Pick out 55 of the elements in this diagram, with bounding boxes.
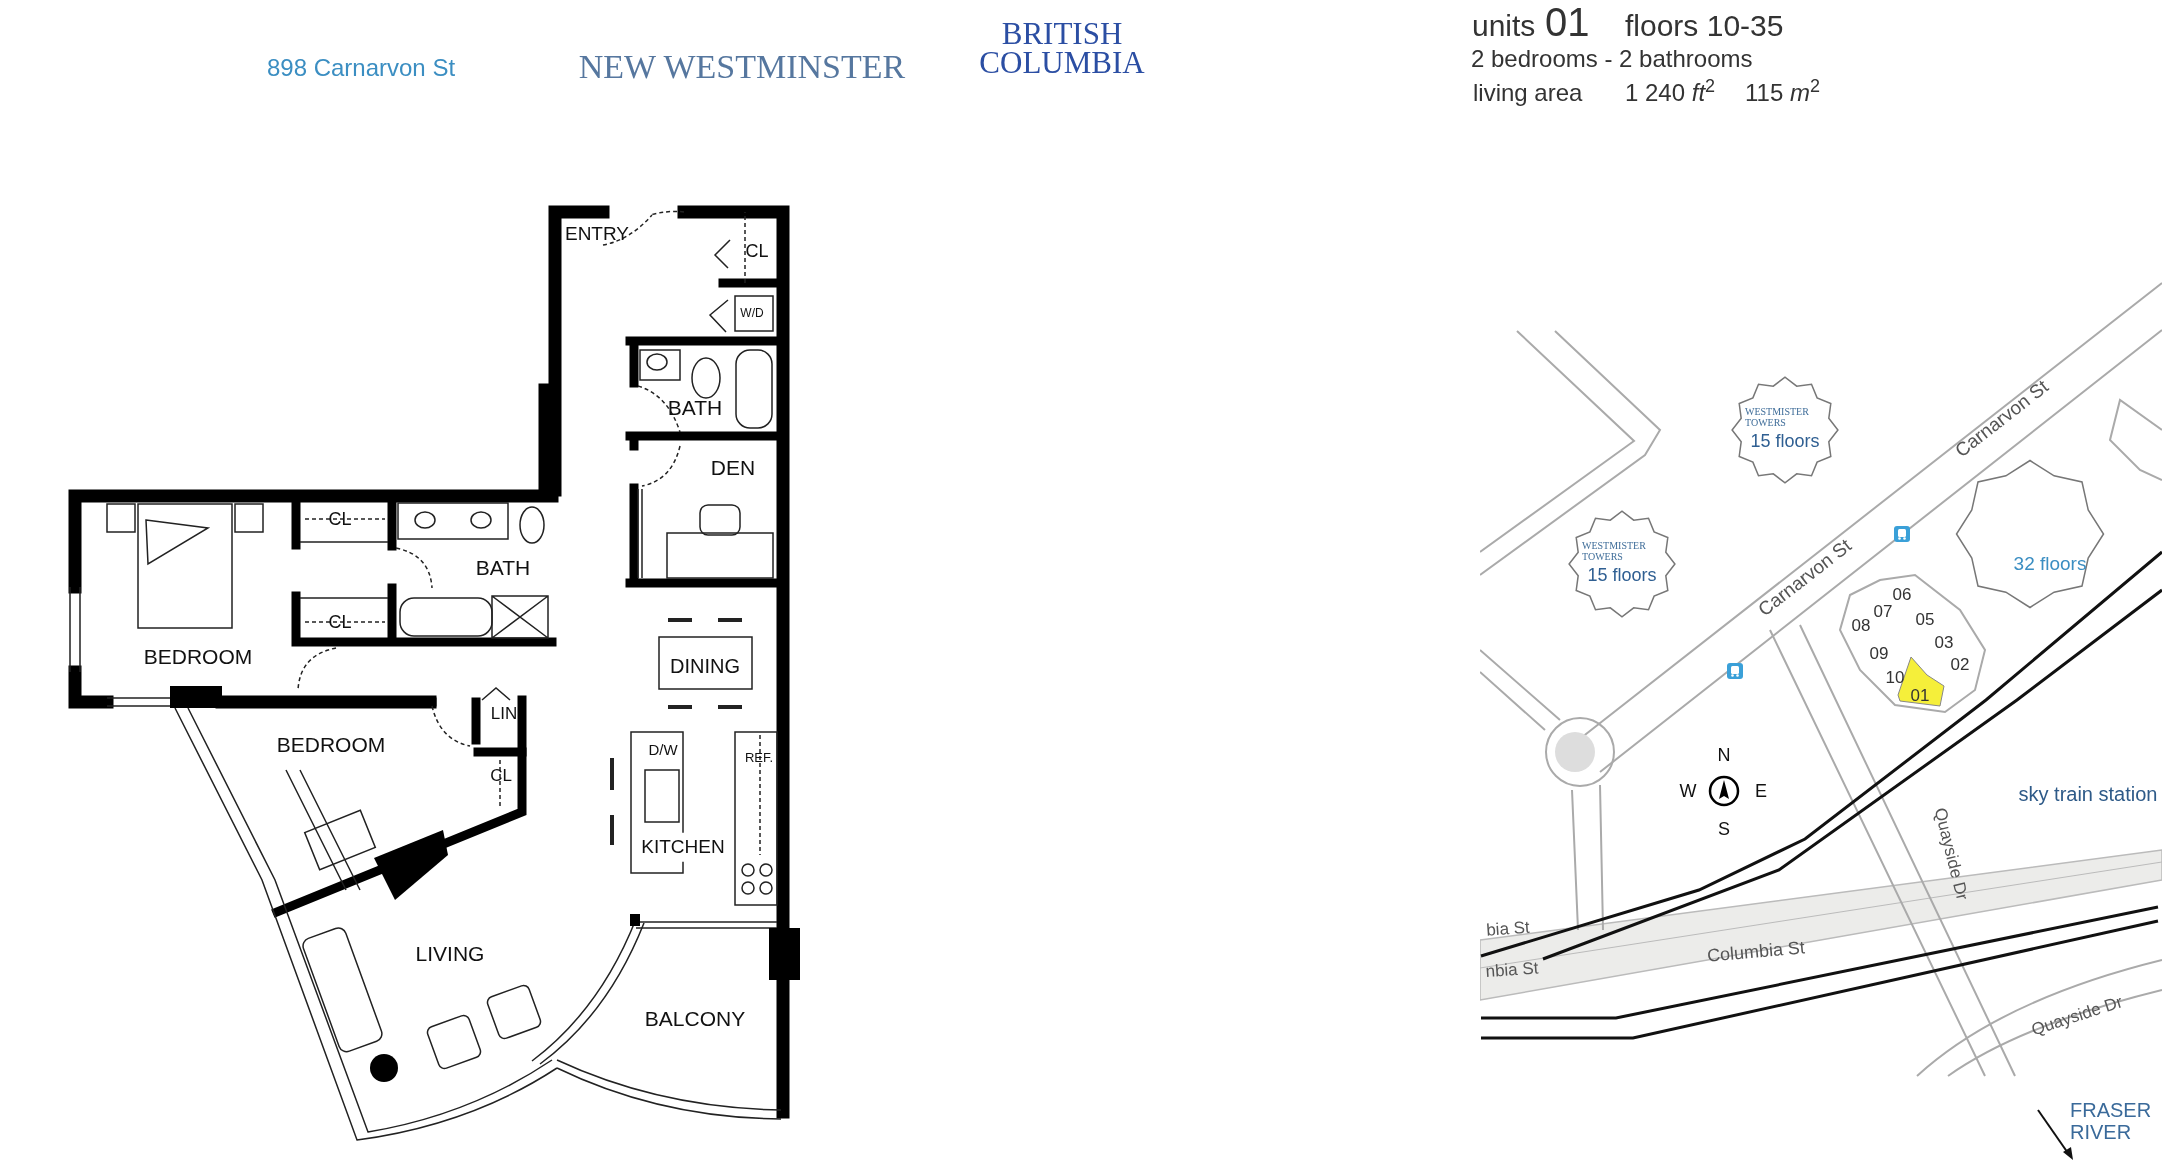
area-value: 1 240 ft$^{2}$ [1625,75,1716,108]
unit-number: 01 [1545,0,1590,46]
info-value: floors 10-35 [1625,7,1784,44]
room-label: CL [745,239,769,263]
river-label: FRASER RIVER [2070,1099,2153,1143]
room-label: LIN [490,703,518,726]
room-label: BATH [475,555,531,582]
station-label: sky train station [2018,782,2158,807]
unit-number: 01 [1910,685,1930,708]
unit-number: 02 [1950,654,1970,677]
room-label: BEDROOM [276,732,386,759]
room-label: KITCHEN [639,832,727,862]
floor-count: 15 floors [1750,429,1820,453]
building-outline [1568,510,1676,618]
info-label: units [1472,7,1536,44]
building-outline [1955,459,2105,609]
appliance-label: W/D [740,305,764,322]
room-label: DINING [670,654,740,679]
compass-letter: N [1717,743,1731,767]
compass-letter: S [1718,817,1730,841]
appliance-label: REF. [744,749,774,768]
building-name: WESTMISTER TOWERS [1582,539,1647,562]
province-text: BRITISH COLUMBIA [978,18,1146,78]
compass-letter: E [1755,779,1767,803]
unit-number: 10 [1885,667,1905,690]
street-name: bia St [1485,916,1531,942]
street-name: Quayside Dr [1929,805,1973,903]
unit-number: 07 [1873,601,1893,624]
room-label: CL [328,507,352,531]
address-text: 898 Carnarvon St [266,53,456,83]
room-label: LIVING [415,941,485,968]
unit-number: 08 [1851,615,1871,638]
appliance-label: D/W [648,739,678,760]
unit-number: 05 [1915,609,1935,632]
info-value: 2 bedrooms - 2 bathrooms [1471,44,1753,74]
building-name: WESTMISTER TOWERS [1745,405,1810,428]
room-label: CL [328,610,352,634]
city-text: NEW WESTMINSTER [578,46,906,87]
room-label: BALCONY [644,1006,746,1033]
unit-number: 03 [1934,632,1954,655]
street-name: nbia St [1484,957,1540,984]
building-outline [1731,376,1839,484]
street-name: Columbia St [1706,936,1806,968]
room-label: DEN [710,455,756,482]
room-label: BEDROOM [143,644,253,671]
room-label: CL [490,765,512,788]
floor-count: 32 floors [2013,551,2087,576]
room-label: BATH [667,395,723,422]
unit-number: 09 [1869,643,1889,666]
info-label: living area [1473,78,1583,108]
room-label: ENTRY [564,221,630,246]
compass-letter: W [1679,779,1697,803]
area-value: 115 m$^{2}$ [1745,75,1820,108]
unit-number: 06 [1892,584,1912,607]
floor-count: 15 floors [1587,563,1657,587]
